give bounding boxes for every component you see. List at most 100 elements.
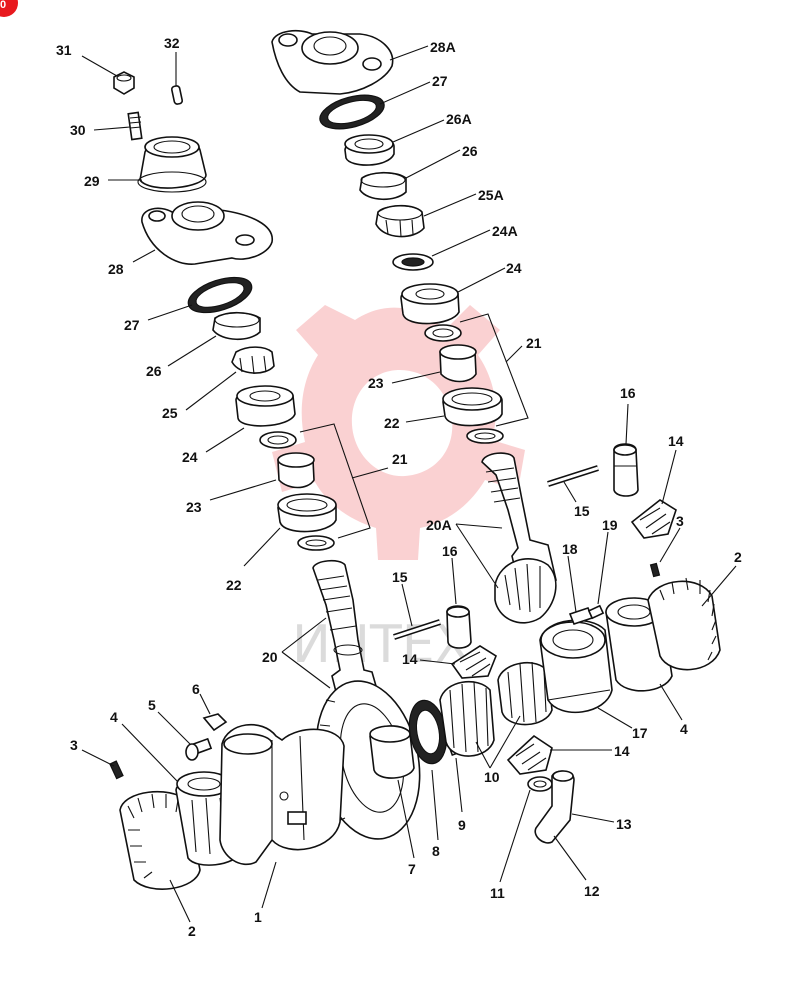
nut-31: [113, 71, 135, 95]
callout-22-left: 22: [226, 577, 242, 593]
leader-5: [157, 711, 191, 745]
cup-26-left: [212, 311, 261, 341]
callout-25A: 25A: [478, 187, 504, 203]
leader-15-lower: [401, 583, 413, 627]
callout-31: 31: [56, 42, 72, 58]
callout-28A: 28A: [430, 39, 456, 55]
callout-14-upper: 14: [668, 433, 684, 449]
washer-24A: [392, 253, 434, 271]
washer-small-left: [297, 535, 335, 551]
callout-2-left: 2: [188, 923, 196, 939]
callout-11: 11: [490, 885, 505, 901]
callout-14-lower: 14: [614, 743, 630, 759]
callout-13: 13: [616, 816, 632, 832]
callout-32: 32: [164, 35, 180, 51]
svg-text:0: 0: [0, 0, 6, 11]
bolt-5: [185, 737, 213, 761]
leader-12: [553, 835, 587, 881]
leader-27-left: [147, 304, 193, 321]
callout-20: 20: [262, 649, 278, 665]
leader-20A-b: [455, 523, 499, 589]
callout-16-left: 16: [442, 543, 458, 559]
callout-4-left: 4: [110, 709, 118, 725]
callout-30: 30: [70, 122, 86, 138]
watermark-text: ИНТЕХ: [292, 615, 470, 675]
callout-3-lower: 3: [70, 737, 78, 753]
leader-14-mid: [419, 659, 456, 665]
leader-30: [93, 126, 131, 131]
leader-20-b: [281, 651, 331, 689]
seal-27-left: [187, 276, 253, 314]
leader-24A: [431, 229, 491, 257]
leader-9: [455, 757, 463, 813]
leader-15-upper: [563, 481, 577, 503]
leader-3-lower: [81, 749, 115, 767]
leader-19: [597, 531, 609, 605]
pin-3-upper: [649, 562, 661, 578]
side-gear-10-left: [439, 681, 495, 757]
shaft-16-left: [446, 605, 472, 649]
case-half-17: [539, 619, 613, 714]
callout-26-left: 26: [146, 363, 162, 379]
leader-20-a: [281, 617, 327, 653]
diff-case-1: [219, 723, 345, 865]
pin-32: [170, 85, 184, 105]
callout-4-right: 4: [680, 721, 688, 737]
bearing-22-right: [442, 387, 503, 427]
callout-19: 19: [602, 517, 618, 533]
leader-18: [567, 555, 577, 613]
hub-7: [369, 725, 415, 779]
lock-6: [202, 713, 228, 732]
cone-25-left: [231, 346, 275, 375]
leader-28: [132, 249, 156, 263]
flange-28A: [271, 29, 394, 95]
sleeve-23-right: [439, 344, 477, 383]
callout-27: 27: [432, 73, 448, 89]
callout-22-right: 22: [384, 415, 400, 431]
bracket-21-left: [299, 423, 389, 539]
callout-25: 25: [162, 405, 178, 421]
leader-13: [571, 813, 615, 823]
leader-27-right: [379, 81, 431, 105]
callout-16-right: 16: [620, 385, 636, 401]
callout-27-left: 27: [124, 317, 140, 333]
cone-25A: [375, 204, 425, 238]
callout-6: 6: [192, 681, 200, 697]
leader-23-left: [209, 479, 277, 501]
leader-26-left: [167, 335, 217, 367]
callout-26A: 26A: [446, 111, 472, 127]
leader-23-right: [391, 371, 441, 384]
leader-6: [199, 693, 211, 715]
screw-19: [587, 604, 605, 620]
callout-labels: 31 32 28A 27 30 26A 26 29 25A 24A 28 24 …: [56, 35, 742, 939]
callout-3-upper: 3: [676, 513, 684, 529]
leader-22-left: [243, 527, 281, 567]
callout-24-left: 24: [182, 449, 198, 465]
callout-21-right: 21: [526, 335, 542, 351]
leader-17: [597, 707, 633, 729]
pin-3-lower: [109, 760, 124, 780]
leader-10-a: [475, 741, 491, 769]
callout-2-right: 2: [734, 549, 742, 565]
callout-12: 12: [584, 883, 600, 899]
leader-14-upper: [661, 449, 677, 505]
leader-4-right: [659, 683, 683, 721]
sleeve-23-left: [277, 452, 315, 489]
leader-4-left: [121, 723, 179, 783]
spacer-small-right: [424, 324, 462, 342]
leader-7: [397, 779, 415, 859]
bearing-22-left: [277, 493, 337, 533]
callout-17: 17: [632, 725, 648, 741]
leader-26-right: [405, 149, 461, 179]
leader-20A-a: [455, 523, 503, 529]
leader-22-right: [405, 415, 445, 423]
flange-28: [141, 201, 273, 265]
callout-24A: 24A: [492, 223, 518, 239]
callout-29: 29: [84, 173, 100, 189]
cup-26-right: [359, 171, 407, 201]
leader-2-left: [169, 879, 191, 923]
housing-29: [137, 136, 207, 193]
leader-25A: [423, 193, 477, 217]
adjusting-nut-2-right: [647, 577, 721, 671]
shaft-16-right: [613, 443, 639, 497]
